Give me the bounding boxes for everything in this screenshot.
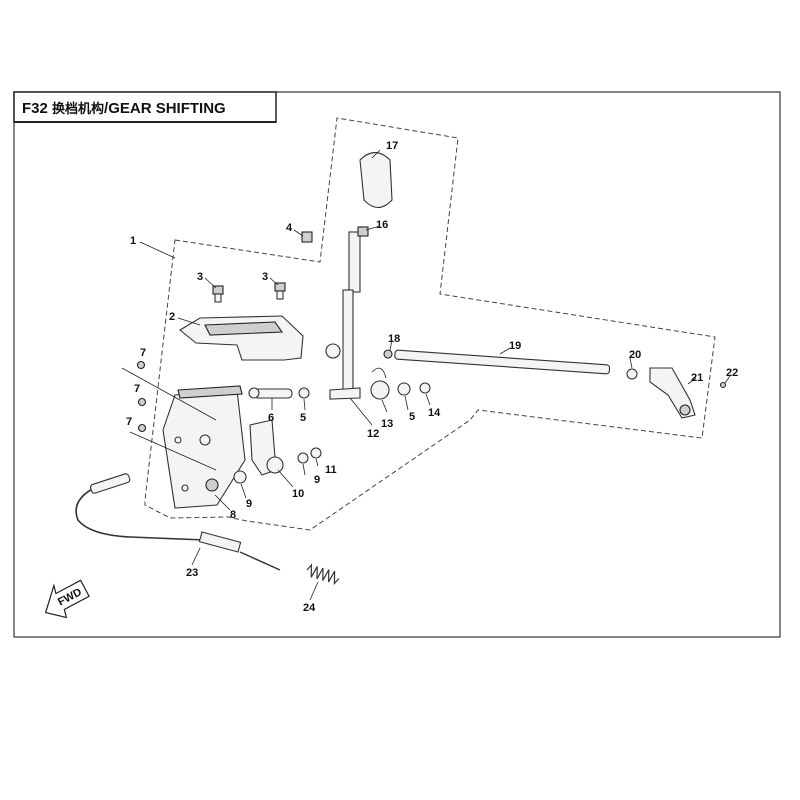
title-english: /GEAR SHIFTING [104, 100, 226, 117]
shift-cable-23 [75, 486, 206, 541]
callout-2: 2 [169, 311, 175, 323]
cable-end-fitting [89, 473, 131, 494]
drawing-frame [13, 91, 781, 638]
callout-13: 13 [381, 418, 393, 430]
callout-6: 6 [268, 412, 274, 424]
bolt-22 [719, 381, 727, 389]
return-spring-24 [306, 563, 340, 586]
callout-22: 22 [726, 367, 738, 379]
callout-10: 10 [292, 488, 304, 500]
nut-20 [626, 368, 638, 380]
callout-17: 17 [386, 140, 398, 152]
callout-23: 23 [186, 567, 198, 579]
forward-direction-arrow: FWD [44, 579, 90, 619]
callout-9a: 9 [246, 498, 252, 510]
washer-14 [419, 382, 431, 394]
shift-knob-17 [359, 151, 393, 209]
washer-9a [233, 470, 247, 484]
bushing-5b [397, 382, 411, 396]
callout-11: 11 [325, 464, 337, 476]
shift-lever [325, 226, 369, 400]
callout-8: 8 [230, 509, 236, 521]
callout-7c: 7 [126, 416, 132, 428]
callout-5a: 5 [300, 412, 306, 424]
spring-13 [370, 367, 390, 400]
callout-18: 18 [388, 333, 400, 345]
bolt-7a [136, 360, 146, 370]
callout-4: 4 [286, 222, 293, 234]
ring-11 [310, 447, 322, 459]
callout-3a: 3 [197, 271, 203, 283]
washer-5a [298, 387, 310, 399]
assembly-boundary [144, 117, 716, 531]
callout-16: 16 [376, 219, 388, 231]
callout-1: 1 [130, 235, 136, 247]
cable-adjuster [198, 531, 242, 553]
washer-9b [297, 452, 309, 464]
title-code: F32 [22, 100, 48, 117]
pin-6 [248, 387, 293, 399]
callout-24: 24 [303, 602, 316, 614]
bolt-7c [137, 423, 147, 433]
pivot-bracket-10 [249, 419, 284, 476]
title-chinese: 换档机构 [52, 101, 104, 116]
callout-14: 14 [428, 407, 441, 419]
callout-7b: 7 [134, 383, 140, 395]
bolt-7b [137, 397, 147, 407]
callout-3b: 3 [262, 271, 268, 283]
callout-21: 21 [691, 372, 703, 384]
callout-7a: 7 [140, 347, 146, 359]
shift-shaft-19 [383, 349, 611, 375]
shift-gate-cover [179, 315, 304, 361]
callout-19: 19 [509, 340, 521, 352]
bolt-3b [274, 282, 286, 300]
callout-12: 12 [367, 428, 379, 440]
title-block: F32 换档机构/GEAR SHIFTING [13, 91, 277, 123]
shift-plate-assembly [162, 385, 246, 509]
bolt-3a [212, 285, 224, 303]
svg-text:F32 换档机构/GEAR SHIFTING: F32 换档机构/GEAR SHIFTING [22, 100, 226, 117]
callout-9b: 9 [314, 474, 320, 486]
callout-5b: 5 [409, 411, 415, 423]
callout-20: 20 [629, 349, 641, 361]
nut-4 [301, 231, 313, 243]
shift-arm-21 [649, 367, 696, 419]
